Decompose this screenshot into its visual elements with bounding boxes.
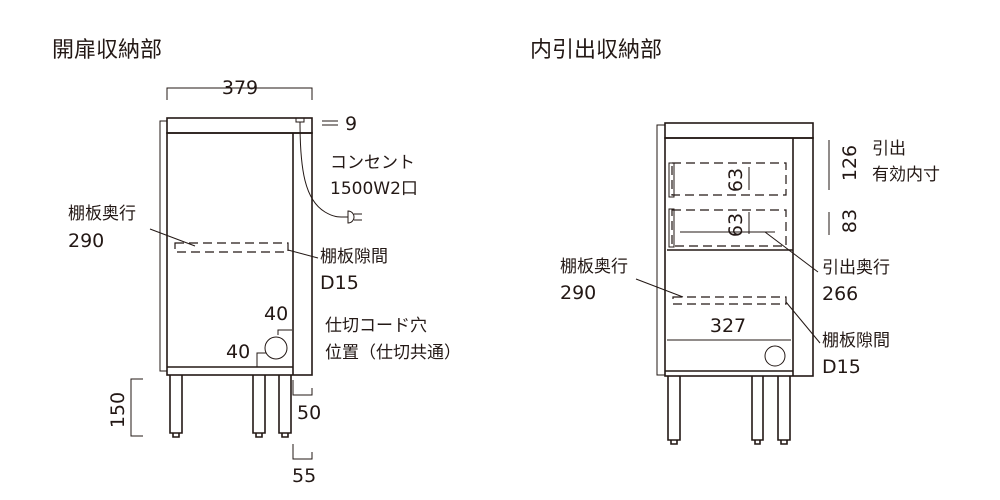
shelf-gap-value: D15 xyxy=(320,272,359,294)
shelf-depth-label: 棚板奥行 xyxy=(68,204,136,224)
cord-hole-position: 位置（仕切共通） xyxy=(325,343,461,363)
legs xyxy=(169,375,292,438)
leader-line xyxy=(149,228,196,247)
inner-drawer-storage-drawing: 内引出収納部 63 63 126 83 引出 有効内寸 引出奥行 266 棚板奥… xyxy=(530,38,940,445)
drawer-2-dim: 63 xyxy=(725,213,747,237)
rear-dim-bracket-1 xyxy=(292,380,313,396)
drawer-1-front xyxy=(668,162,675,198)
door-edge xyxy=(656,124,666,376)
leader-line xyxy=(785,301,821,344)
drawer-eff-label-2: 有効内寸 xyxy=(872,165,940,185)
drawer-1-outline xyxy=(671,162,787,196)
cord-hole xyxy=(764,345,786,367)
cord-hole xyxy=(264,336,288,360)
drawer-2-front xyxy=(668,208,675,248)
top-dimension: 9 xyxy=(345,113,357,135)
shelf-outline xyxy=(174,242,289,253)
shelf-depth-value: 290 xyxy=(68,230,104,252)
outlet-label: コンセント xyxy=(330,153,415,173)
drawer-depth-label: 引出奥行 xyxy=(822,258,890,278)
leg-height: 150 xyxy=(107,392,129,428)
open-door-storage-drawing: 開扉収納部 379 9 コンセント 1500W2口 棚板奥行 290 棚板隙間 … xyxy=(52,38,461,487)
legs xyxy=(667,376,791,445)
shelf-depth-value: 290 xyxy=(560,282,596,304)
width-dimension: 379 xyxy=(222,77,258,99)
cord-hole-label: 仕切コード穴 xyxy=(325,316,427,336)
shelf-gap-label: 棚板隙間 xyxy=(822,331,890,351)
plug-icon xyxy=(347,210,362,224)
top-panel xyxy=(664,122,814,139)
top-panel xyxy=(166,117,313,134)
inner-width: 327 xyxy=(710,315,746,337)
leader-line xyxy=(764,231,819,273)
leader-line xyxy=(287,249,319,259)
rear-dim-bracket-2 xyxy=(292,444,313,460)
drawer-eff-label: 引出 xyxy=(872,139,906,159)
outlet-spec: 1500W2口 xyxy=(330,179,418,199)
drawer-1-dim: 63 xyxy=(725,168,747,192)
rear-dim-50: 50 xyxy=(297,402,321,424)
shelf-gap-value: D15 xyxy=(822,356,861,378)
rear-dim-55: 55 xyxy=(292,465,316,487)
left-title: 開扉収納部 xyxy=(52,38,162,63)
door-edge xyxy=(159,120,168,372)
drawer-2-outline xyxy=(671,209,787,247)
leader-line xyxy=(635,278,684,298)
right-title: 内引出収納部 xyxy=(530,38,662,63)
power-cord xyxy=(299,121,349,218)
shelf-outline xyxy=(672,296,787,305)
leg-height-bracket xyxy=(130,378,143,437)
drawer-eff-126: 126 xyxy=(839,145,861,181)
shelf-gap-label: 棚板隙間 xyxy=(320,247,388,267)
cabinet-body xyxy=(166,132,313,376)
hole-dim-vertical: 40 xyxy=(264,303,288,325)
shelf-depth-label: 棚板奥行 xyxy=(560,257,628,277)
hole-dim-lines xyxy=(256,329,292,367)
width-dimension-line xyxy=(166,87,313,100)
hole-dim-horizontal: 40 xyxy=(226,341,250,363)
drawer-depth-value: 266 xyxy=(822,283,858,305)
drawer-eff-83: 83 xyxy=(839,209,861,233)
cabinet-body xyxy=(664,137,814,377)
